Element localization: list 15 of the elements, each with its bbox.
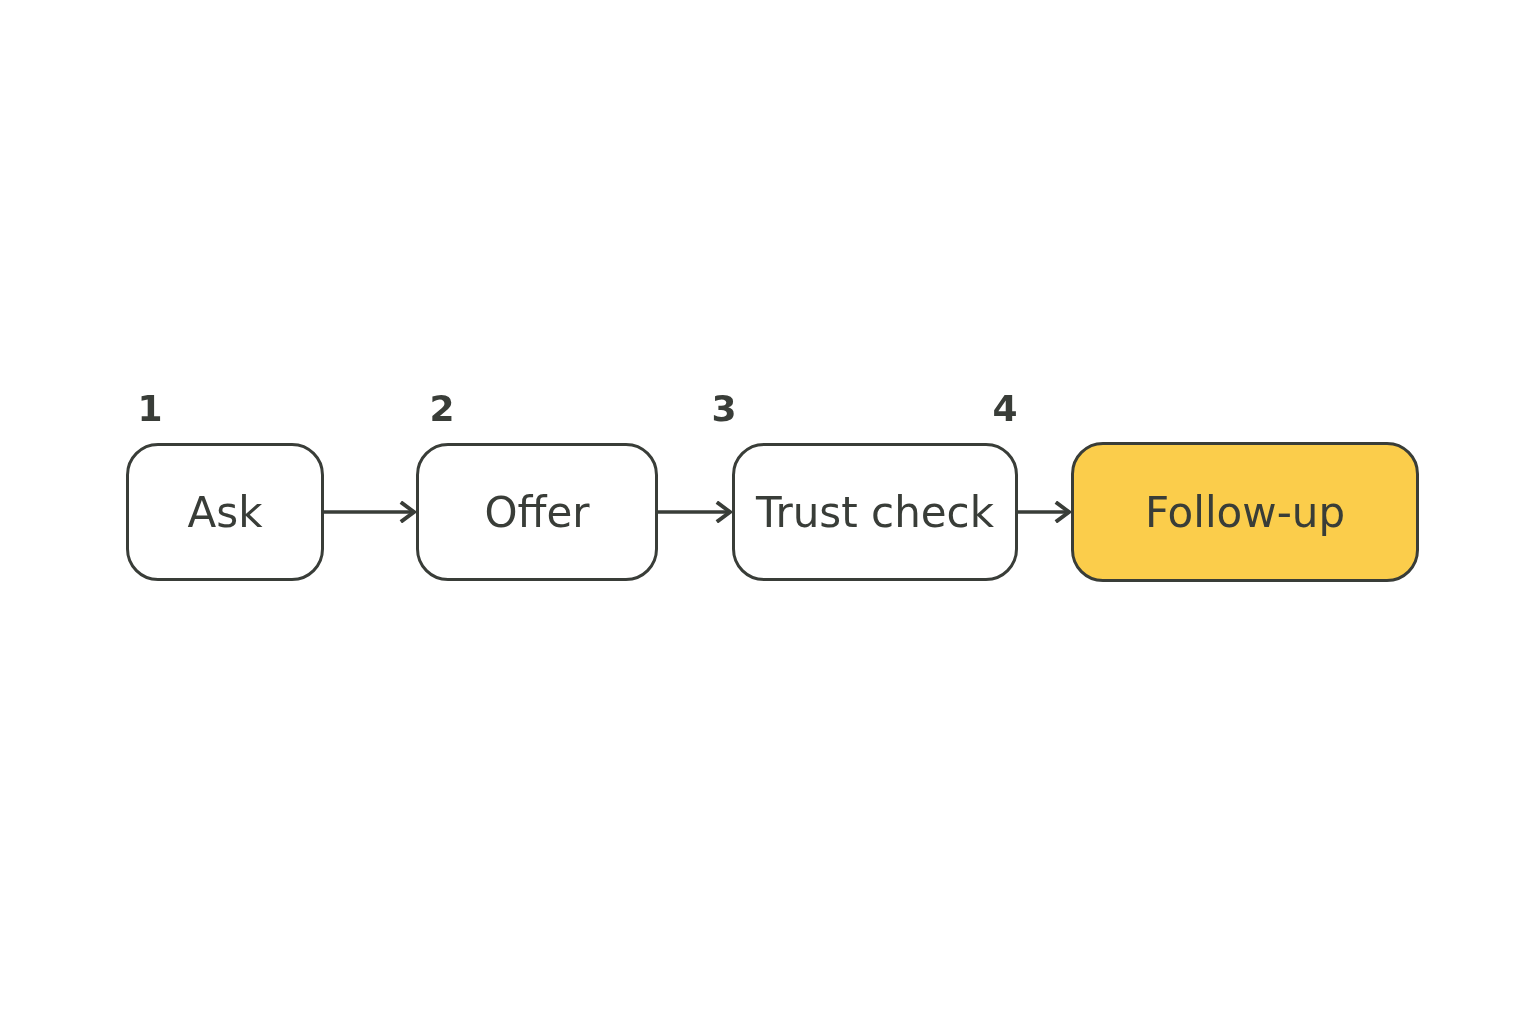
step-number: 4 xyxy=(992,387,1018,429)
step-number: 3 xyxy=(711,387,737,429)
arrow xyxy=(658,500,732,524)
step-label: Follow-up xyxy=(1144,487,1346,537)
step-number: 2 xyxy=(429,387,455,429)
step-number: 1 xyxy=(137,387,163,429)
process-box xyxy=(1071,442,1419,582)
step-label: Trust check xyxy=(755,487,994,537)
arrow xyxy=(1018,500,1071,524)
step-label: Offer xyxy=(484,487,590,537)
process-box xyxy=(732,443,1018,581)
arrow xyxy=(324,500,416,524)
process-box xyxy=(416,443,658,581)
process-box xyxy=(126,443,324,581)
step-label: Ask xyxy=(187,487,263,537)
